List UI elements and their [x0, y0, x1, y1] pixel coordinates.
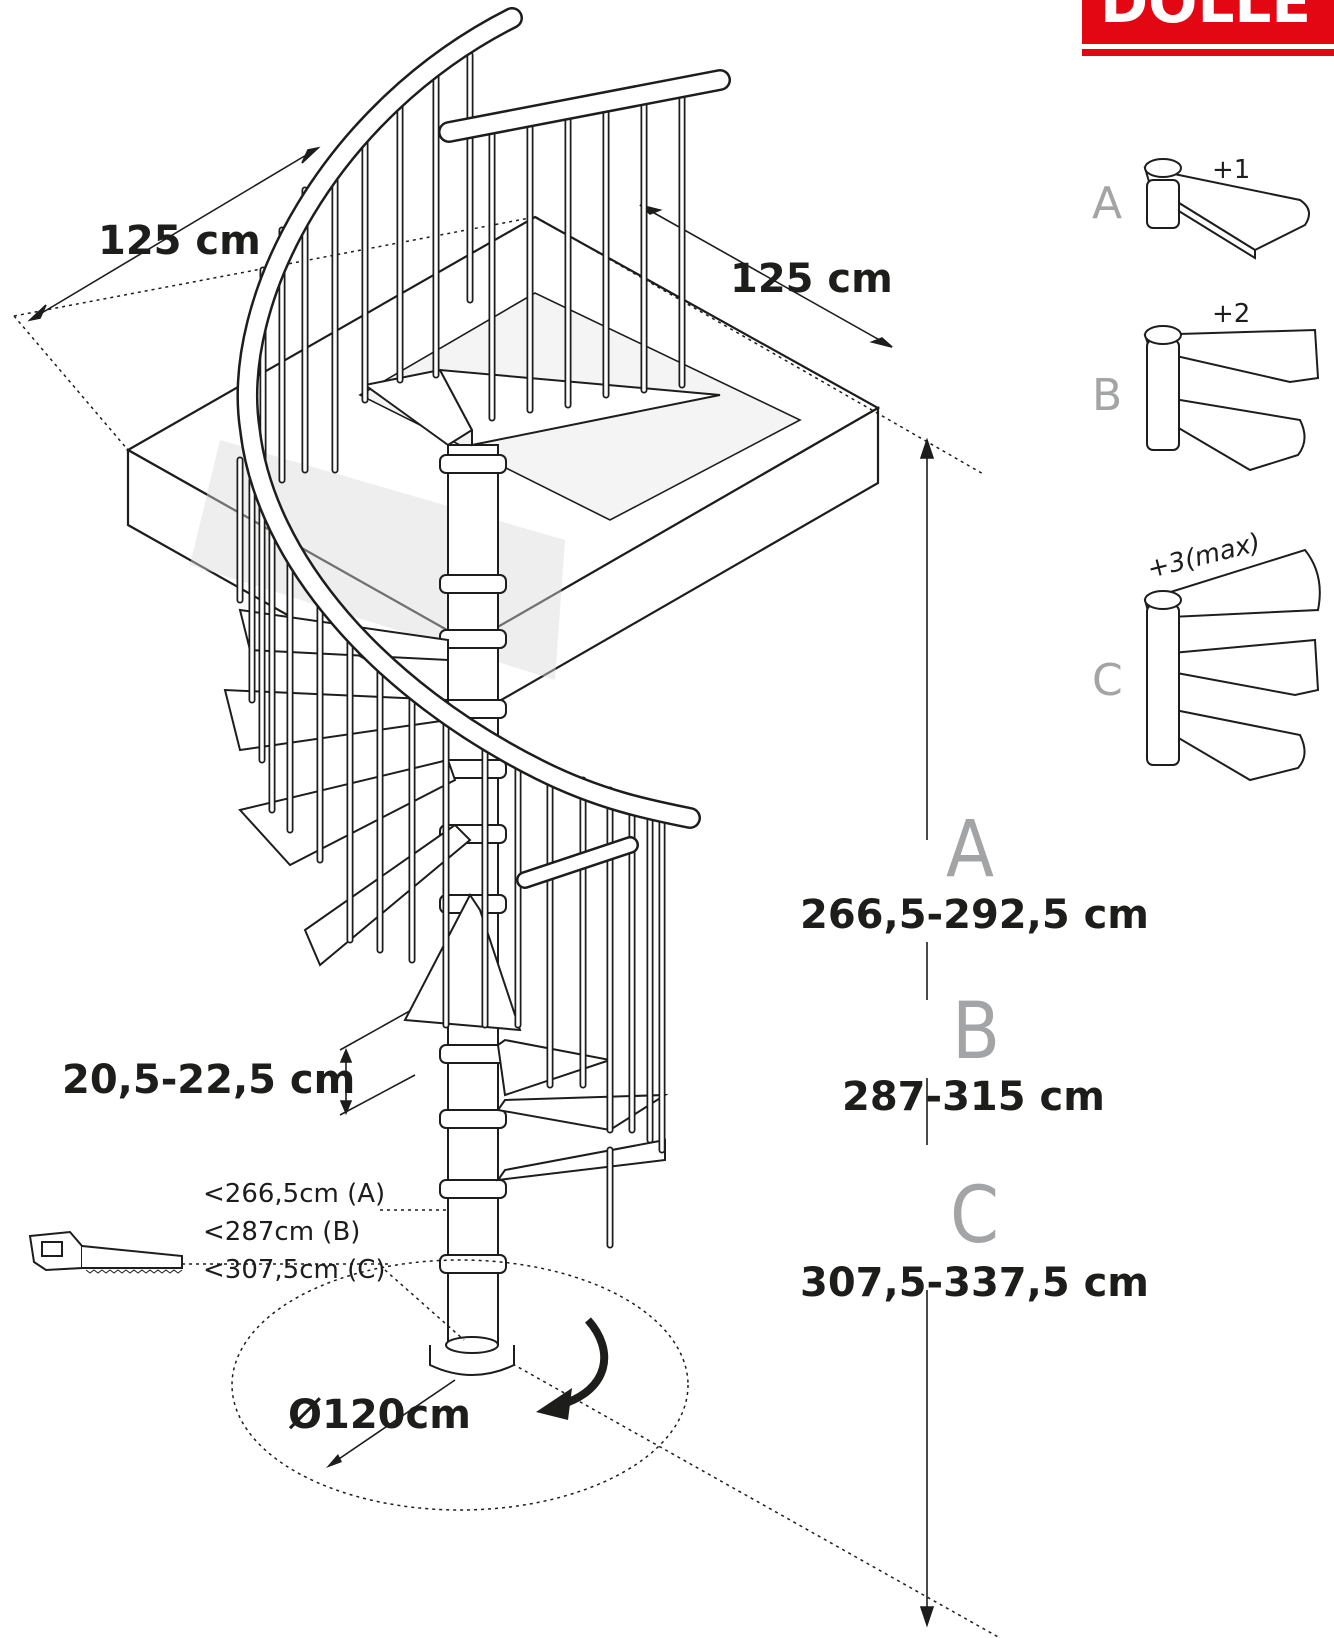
width-left-label: 125 cm [98, 218, 261, 264]
column-collar [439, 1179, 507, 1199]
height-b-range: 287-315 cm [842, 1074, 1105, 1120]
column-collar [439, 574, 507, 594]
extension-a-label: +1 [1212, 155, 1250, 185]
stair-treads [223, 368, 721, 1182]
stair-tread [496, 1093, 669, 1132]
extension-option-c [1143, 548, 1321, 782]
step-height-dimension [339, 1007, 416, 1116]
extension-option-a [1143, 158, 1310, 260]
brand-logo-text: DOLLE [1100, 0, 1311, 36]
column-collar [439, 1254, 507, 1274]
width-dimension-left [27, 146, 321, 322]
height-c-letter: C [950, 1171, 999, 1261]
width-right-label: 125 cm [730, 256, 893, 302]
brand-logo: DOLLE [1082, 0, 1334, 56]
floor-footprint [231, 1259, 689, 1511]
column-collar [439, 1044, 507, 1064]
extension-option-b [1143, 325, 1320, 472]
height-dimension-line [919, 437, 935, 1628]
height-c-range: 307,5-337,5 cm [800, 1260, 1149, 1306]
height-b-letter: B [952, 987, 1000, 1077]
diameter-label: Ø120cm [288, 1392, 471, 1438]
stair-tread [303, 823, 472, 967]
stair-tread [403, 893, 522, 1032]
extension-b-label: +2 [1212, 299, 1250, 329]
extension-b-letter: B [1092, 370, 1122, 421]
column-collar [439, 454, 507, 474]
height-a-range: 266,5-292,5 cm [800, 892, 1149, 938]
rotation-arrow-icon [536, 1317, 609, 1420]
step-height-label: 20,5-22,5 cm [62, 1057, 355, 1103]
extension-c-letter: C [1092, 655, 1123, 706]
handrail [236, 7, 731, 889]
saw-icon [28, 1230, 390, 1274]
stair-tread [495, 1138, 666, 1182]
column-collar [439, 1109, 507, 1129]
extension-a-letter: A [1092, 178, 1122, 229]
height-a-letter: A [946, 805, 994, 895]
stair-tread [496, 1038, 614, 1097]
cut-note-c: <307,5cm (C) [203, 1255, 386, 1285]
cut-note-a: <266,5cm (A) [203, 1179, 385, 1209]
balusters [236, 51, 686, 1249]
stair-tread [438, 368, 721, 447]
cut-note-b: <287cm (B) [203, 1217, 360, 1247]
column-collar [439, 629, 507, 649]
guide-lines [13, 216, 1001, 1638]
